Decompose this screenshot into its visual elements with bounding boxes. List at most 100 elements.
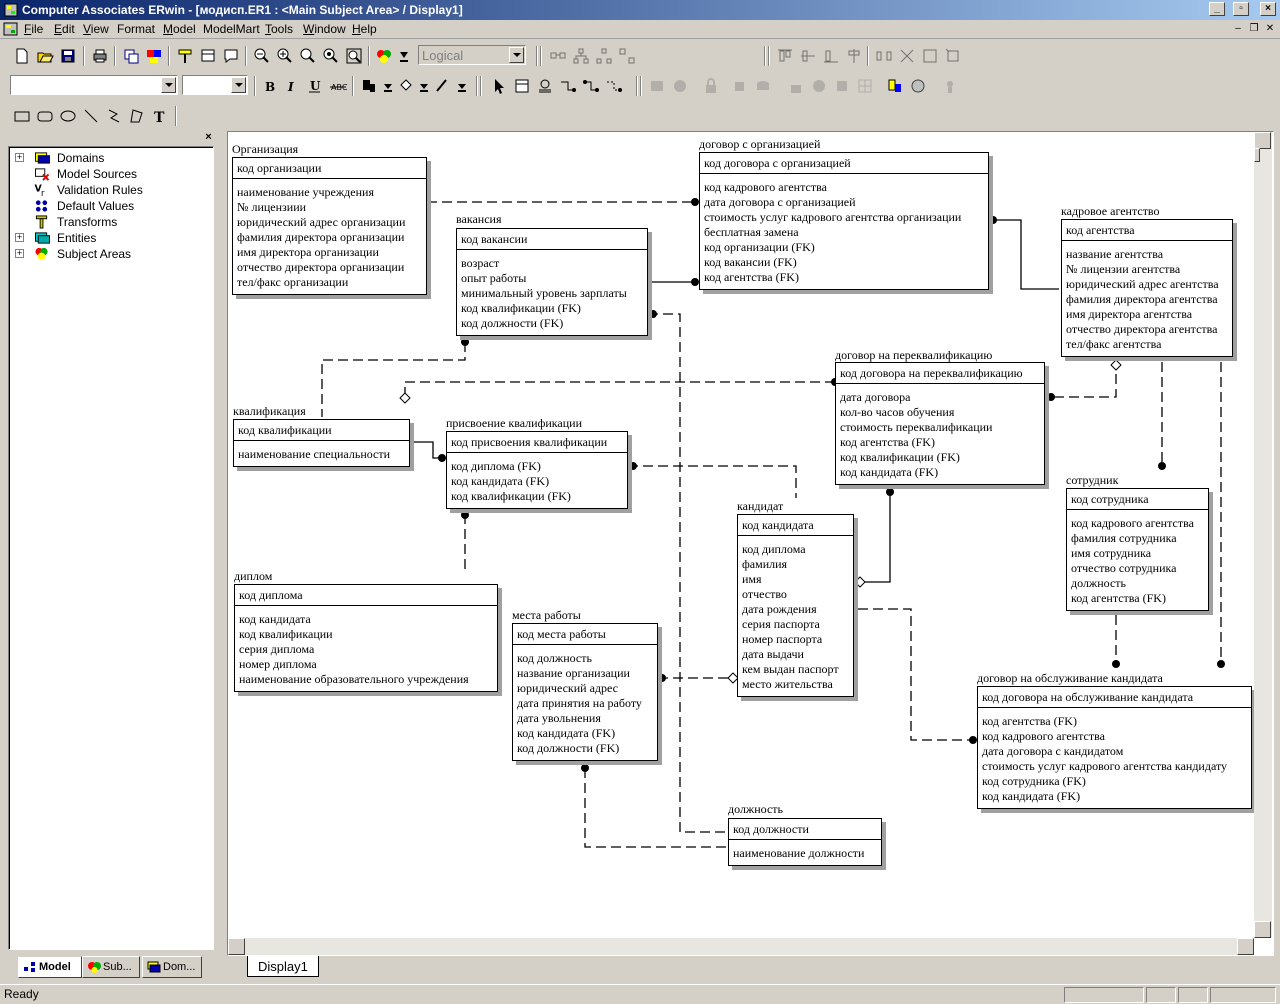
- tree-item-entities[interactable]: +Entities: [13, 230, 203, 246]
- entity-attribute[interactable]: фамилия: [742, 557, 788, 571]
- scroll-left-button[interactable]: [228, 938, 245, 955]
- entity-attribute[interactable]: код вакансии (FK): [704, 255, 797, 269]
- entity-attribute[interactable]: код кадрового агентства: [704, 180, 827, 194]
- entity-attribute[interactable]: серия паспорта: [742, 617, 820, 631]
- tree-item-model-sources[interactable]: Model Sources: [13, 166, 203, 182]
- zoom-out-icon[interactable]: [252, 46, 272, 66]
- hierarchy-icon[interactable]: [571, 46, 591, 66]
- entity-attribute[interactable]: дата договора: [840, 390, 911, 404]
- rounded-rect-tool-icon[interactable]: [35, 106, 55, 126]
- entity-attribute[interactable]: имя: [742, 572, 762, 586]
- dropdown-arrow-icon[interactable]: [452, 76, 472, 96]
- save-icon[interactable]: [58, 46, 78, 66]
- underline-icon[interactable]: U: [305, 76, 325, 96]
- entity-attribute[interactable]: код квалификации (FK): [451, 489, 571, 503]
- paint-bucket-icon[interactable]: [396, 76, 416, 96]
- entity-attribute[interactable]: код диплома: [742, 542, 806, 556]
- entity-attribute[interactable]: код агентства (FK): [704, 270, 799, 284]
- mdi-close-button[interactable]: ✕: [1265, 23, 1275, 34]
- entity-attribute[interactable]: код организации (FK): [704, 240, 815, 254]
- view-icon[interactable]: [670, 76, 690, 96]
- scroll-right-button[interactable]: [1237, 938, 1254, 955]
- primary-key-attribute[interactable]: код места работы: [517, 627, 606, 641]
- entity-attribute[interactable]: опыт работы: [461, 271, 527, 285]
- entity-attribute[interactable]: возраст: [461, 256, 500, 270]
- open-icon[interactable]: [35, 46, 55, 66]
- entity-attribute[interactable]: стоимость услуг кадрового агентства орга…: [704, 210, 962, 224]
- table-icon[interactable]: [647, 76, 667, 96]
- entity-attribute[interactable]: серия диплома: [239, 642, 315, 656]
- fill-color-icon[interactable]: [359, 76, 379, 96]
- panel-close-icon[interactable]: ×: [205, 131, 212, 143]
- tree-item-default-values[interactable]: Default Values: [13, 198, 203, 214]
- wizard-icon[interactable]: [940, 76, 960, 96]
- entity-attribute[interactable]: код кадрового агентства: [1071, 516, 1194, 530]
- tree-layout-icon[interactable]: [594, 46, 614, 66]
- model-view-combo[interactable]: Logical: [418, 45, 526, 65]
- space-evenly-icon[interactable]: [897, 46, 917, 66]
- entity-attribute[interactable]: дата увольнения: [517, 711, 601, 725]
- grid-icon[interactable]: [855, 76, 875, 96]
- entity-attribute[interactable]: код агентства (FK): [982, 714, 1077, 728]
- minimize-button[interactable]: _: [1209, 2, 1225, 16]
- entity-attribute[interactable]: дата договора с организацией: [704, 195, 856, 209]
- primary-key-attribute[interactable]: код квалификации: [238, 423, 332, 437]
- text-tool-icon[interactable]: T: [150, 106, 170, 126]
- primary-key-attribute[interactable]: код договора на переквалификацию: [840, 366, 1023, 380]
- entity-attribute[interactable]: кем выдан паспорт: [742, 662, 839, 676]
- expand-plus-icon[interactable]: +: [15, 232, 24, 242]
- entity-attribute[interactable]: дата выдачи: [742, 647, 804, 661]
- subject-area-icon[interactable]: [374, 46, 394, 66]
- zoom-fit-icon[interactable]: [298, 46, 318, 66]
- align-middle-icon[interactable]: [798, 46, 818, 66]
- entity-attribute[interactable]: код квалификации (FK): [840, 450, 960, 464]
- entity-attribute[interactable]: отчество директора организации: [237, 260, 405, 274]
- entity-attribute[interactable]: название организации: [517, 666, 630, 680]
- note-icon[interactable]: [221, 46, 241, 66]
- entity-attribute[interactable]: тел/факс агентства: [1066, 337, 1162, 351]
- entity-attribute[interactable]: код кандидата (FK): [517, 726, 616, 740]
- panel-tab-1[interactable]: Sub...: [82, 956, 140, 978]
- menu-window[interactable]: Window: [303, 22, 346, 36]
- entity-attribute[interactable]: наименование образовательного учреждения: [239, 672, 469, 686]
- entity-attribute[interactable]: код сотрудника (FK): [982, 774, 1086, 788]
- zoom-normal-icon[interactable]: [321, 46, 341, 66]
- entity-attribute[interactable]: № лицензиии: [237, 200, 307, 214]
- ellipse-tool-icon[interactable]: [58, 106, 78, 126]
- mdi-minimize-button[interactable]: –: [1235, 23, 1241, 34]
- relationship-icon[interactable]: [548, 46, 568, 66]
- scroll-up-button[interactable]: [1254, 132, 1271, 149]
- entity-attribute[interactable]: отчество директора агентства: [1066, 322, 1218, 336]
- dropdown-arrow-icon[interactable]: [414, 76, 434, 96]
- scroll-down-button[interactable]: [1254, 921, 1271, 938]
- erwin-app-icon[interactable]: [4, 3, 18, 17]
- menu-model[interactable]: Model: [163, 22, 196, 36]
- same-size-icon[interactable]: [920, 46, 940, 66]
- new-icon[interactable]: [12, 46, 32, 66]
- pointer-tool-icon[interactable]: [489, 76, 509, 96]
- zoom-page-icon[interactable]: [344, 46, 364, 66]
- entity-attribute[interactable]: юридический адрес: [517, 681, 618, 695]
- lock-icon[interactable]: [701, 76, 721, 96]
- model-icon[interactable]: [809, 76, 829, 96]
- tab-display1[interactable]: Display1: [247, 956, 319, 977]
- dropdown-arrow-icon[interactable]: [378, 76, 398, 96]
- align-center-icon[interactable]: [844, 46, 864, 66]
- entity-attribute[interactable]: отчество сотрудника: [1071, 561, 1177, 575]
- menu-tools[interactable]: Tools: [265, 22, 294, 36]
- entity-attribute[interactable]: фамилия сотрудника: [1071, 531, 1177, 545]
- tree-item-transforms[interactable]: Transforms: [13, 214, 203, 230]
- stored-display-icon[interactable]: [394, 46, 414, 66]
- many-to-many-rel-icon[interactable]: [581, 76, 601, 96]
- resize-icon[interactable]: [943, 46, 963, 66]
- entity-attribute[interactable]: код кандидата (FK): [840, 465, 939, 479]
- entity-attribute[interactable]: код кандидата (FK): [982, 789, 1081, 803]
- identifying-rel-icon[interactable]: [558, 76, 578, 96]
